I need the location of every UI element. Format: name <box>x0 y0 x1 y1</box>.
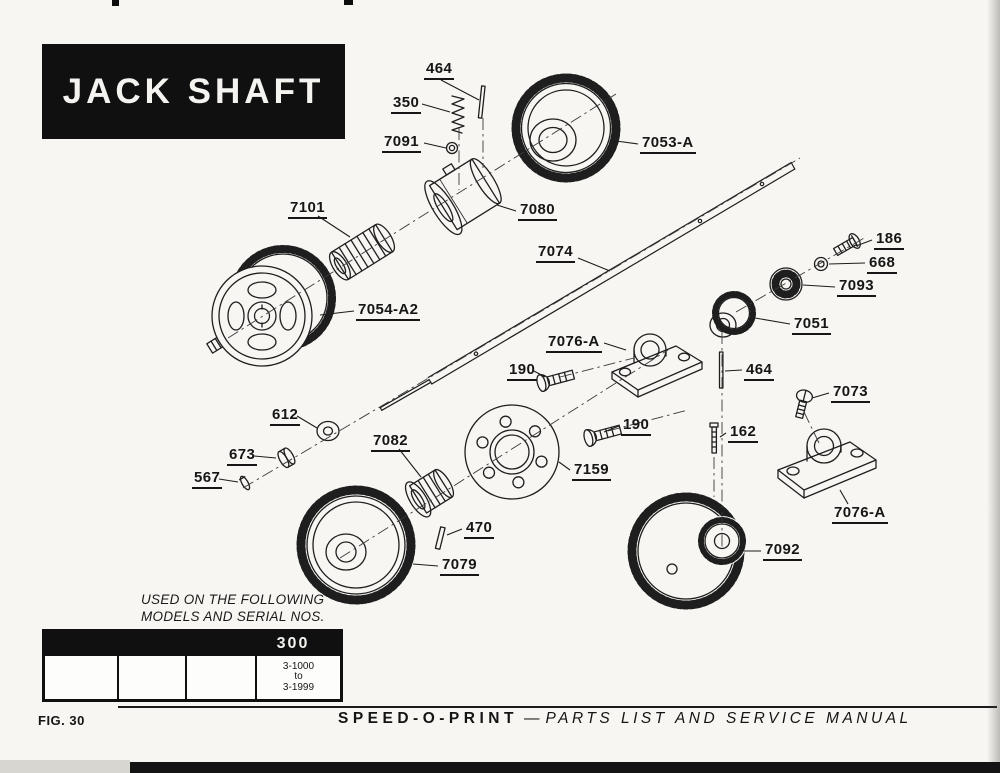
leader-line-464-0 <box>440 79 480 101</box>
leader-line-470-24 <box>446 528 463 536</box>
page-title: JACK SHAFT <box>62 71 325 111</box>
leader-line-162-18 <box>719 432 727 438</box>
part-7073-screw <box>795 389 813 420</box>
scan-mark-2 <box>344 0 353 5</box>
leader-line-7079-25 <box>412 563 439 567</box>
part-567-clip <box>239 475 251 491</box>
section-title-banner: JACK SHAFT <box>42 44 345 139</box>
part-7092-gear <box>627 492 747 610</box>
model-number: 300 <box>276 635 310 652</box>
leader-line-186-7 <box>855 239 873 247</box>
scan-edge-bottom-left <box>0 760 130 773</box>
leader-line-567-22 <box>218 478 239 483</box>
page-edge-shadow <box>987 0 1000 773</box>
part-7053-a-gear <box>511 73 621 183</box>
leader-line-7076-a-12 <box>603 342 627 351</box>
part-7101-bushing <box>328 223 396 281</box>
model-table-cell-2 <box>119 656 187 699</box>
part-190-bolt-1 <box>536 369 576 393</box>
leader-line-7073-15 <box>811 392 830 399</box>
part-464-pin-2 <box>718 351 724 389</box>
part-7093-bearing <box>769 267 803 301</box>
part-470-key <box>434 526 446 550</box>
leader-line-190-17 <box>603 425 620 433</box>
part-7076-a-bracket-1 <box>611 333 703 398</box>
part-7080-collar <box>424 158 502 236</box>
scan-mark-1 <box>112 0 119 6</box>
leader-line-7082-19 <box>398 448 422 478</box>
leader-line-350-1 <box>421 103 451 113</box>
part-350-spring <box>451 95 465 134</box>
leader-line-673-20 <box>253 455 277 459</box>
part-7076-a-bracket-2 <box>777 428 877 499</box>
model-table-cell-serial: 3-1000 to 3-1999 <box>257 656 340 699</box>
leader-line-612-16 <box>296 415 318 429</box>
part-7091-nut <box>445 141 459 155</box>
usage-note: USED ON THE FOLLOWING MODELS AND SERIAL … <box>141 591 325 625</box>
serial-range-line3: 3-1999 <box>282 681 315 693</box>
leader-line-7074-6 <box>577 257 611 272</box>
footer-dash: — <box>523 710 540 727</box>
leader-line-190-13 <box>533 370 546 378</box>
part-673-washer <box>277 447 296 469</box>
leader-lines <box>218 79 873 567</box>
model-table: 300 3-1000 to 3-1999 <box>42 629 343 702</box>
part-7082-collar <box>404 468 455 518</box>
leader-line-668-8 <box>828 262 866 265</box>
footer-manual: PARTS LIST AND SERVICE MANUAL <box>545 710 912 727</box>
leader-line-7093-9 <box>802 284 836 288</box>
usage-note-line2: MODELS AND SERIAL NOS. <box>141 609 325 624</box>
serial-range-line1: 3-1000 <box>282 660 315 672</box>
part-186-screw <box>832 233 861 257</box>
part-7079-gear <box>296 485 416 605</box>
leader-line-7159-21 <box>558 461 571 471</box>
part-7051-gear <box>709 291 756 338</box>
part-7054-a2-pulley <box>206 245 336 367</box>
leader-line-7076-a-23 <box>839 489 849 505</box>
model-table-header: 300 <box>45 632 340 656</box>
part-668-washer <box>813 256 829 272</box>
leader-line-7101-4 <box>317 215 351 238</box>
leader-line-7080-5 <box>496 204 517 212</box>
figure-label: FIG. 30 <box>38 713 85 728</box>
leader-line-464-14 <box>724 369 743 372</box>
model-table-cell-3 <box>187 656 257 699</box>
part-7074-shaft <box>379 161 796 411</box>
scan-edge-bottom <box>130 762 1000 773</box>
footer-brand: SPEED-O-PRINT <box>338 710 518 727</box>
footer-rule <box>118 706 997 708</box>
leader-line-7051-10 <box>754 317 791 325</box>
part-464-pin-1 <box>477 85 486 119</box>
leader-line-7091-2 <box>423 142 447 149</box>
part-162-screw <box>709 422 719 454</box>
model-table-body: 3-1000 to 3-1999 <box>45 656 340 699</box>
footer-text: SPEED-O-PRINT — PARTS LIST AND SERVICE MAN… <box>338 710 912 728</box>
serial-range-line2: to <box>294 671 303 683</box>
part-612-washer <box>316 420 340 442</box>
usage-note-line1: USED ON THE FOLLOWING <box>141 592 325 607</box>
model-table-cell-1 <box>45 656 119 699</box>
leader-line-7053-a-3 <box>615 140 639 145</box>
part-190-bolt-2 <box>583 424 623 448</box>
center-lines <box>227 93 867 559</box>
leader-line-7054-a2-11 <box>319 310 355 316</box>
part-7159-flange <box>464 404 560 500</box>
